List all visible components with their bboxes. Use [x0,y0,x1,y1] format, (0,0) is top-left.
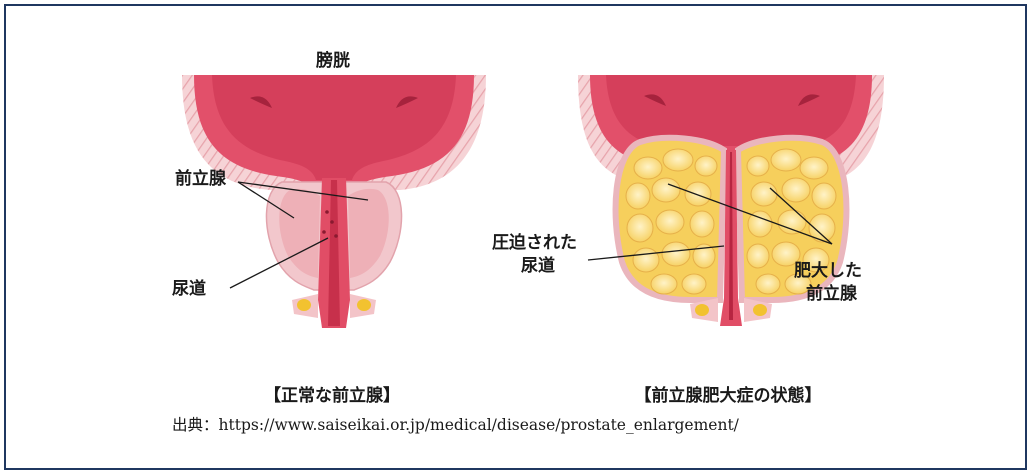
duct-dot [325,210,329,214]
label-compressed-urethra-line2: 尿道 [521,255,555,276]
normal-prostate-illustration [182,75,486,328]
label-normal-urethra: 尿道 [172,278,206,299]
bph-sphincter-yellow-left [695,304,709,316]
label-enlarged-prostate-line2: 前立腺 [806,283,858,304]
normal-sphincter-yellow-left [297,299,311,311]
duct-dot [330,220,334,224]
duct-dot [322,230,326,234]
normal-sphincter-yellow-right [357,299,371,311]
duct-dot [334,234,338,238]
label-compressed-urethra-line1: 圧迫された [492,232,577,253]
bph-bladder-inner [606,75,856,146]
source-citation: 出典：https://www.saiseikai.or.jp/medical/d… [172,416,740,434]
bph-sphincter-yellow-right [753,304,767,316]
label-enlarged-prostate-line1: 肥大した [794,260,862,281]
caption-bph: 【前立腺肥大症の状態】 [635,385,822,406]
caption-normal: 【正常な前立腺】 [264,385,400,406]
label-normal-prostate: 前立腺 [175,168,227,189]
label-bladder: 膀胱 [316,50,350,71]
